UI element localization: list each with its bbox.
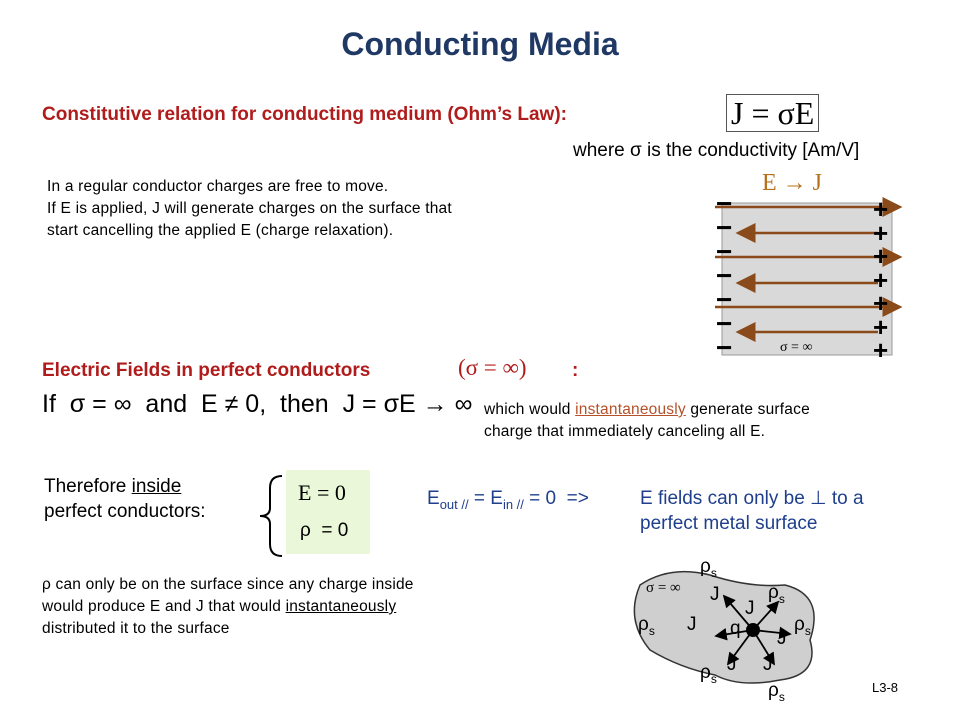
plus-sign: +: [873, 241, 889, 271]
regular-line-1: In a regular conductor charges are free …: [47, 178, 389, 195]
rho-s-label: ρs: [768, 680, 785, 704]
rho-s-label: ρs: [638, 614, 655, 638]
e-to-j-label: E → J: [762, 170, 822, 196]
eout-result-line-2: perfect metal surface: [640, 513, 818, 534]
fig2-sigma-label: σ = ∞: [646, 580, 681, 596]
rho-note-line-1: ρ can only be on the surface since any c…: [42, 576, 414, 593]
ohms-law-equation: J = σE: [726, 94, 820, 132]
therefore-inside: inside: [131, 476, 182, 497]
minus-sign: −: [716, 332, 733, 363]
note-post: generate surface: [685, 401, 810, 418]
j-label: J: [777, 628, 787, 649]
eout-rest: = 0 =>: [523, 488, 589, 509]
perfect-conductor-math: (σ = ∞): [458, 355, 527, 380]
j-label: J: [710, 584, 720, 605]
j-arrow: [722, 594, 754, 631]
perfect-conductor-heading: Electric Fields in perfect conductors: [42, 360, 371, 381]
plus-sign: +: [873, 288, 889, 318]
j-label: J: [745, 598, 755, 619]
j-label: J: [687, 614, 697, 635]
regular-line-3: start cancelling the applied E (charge r…: [47, 222, 394, 239]
rho-note-line-2-pre: would produce E and J that would: [42, 598, 286, 615]
minus-sign: −: [716, 308, 733, 339]
rho-surface-note: ρ can only be on the surface since any c…: [42, 574, 562, 640]
q-label: q: [730, 618, 741, 639]
instantaneous-note: which would instantaneously generate sur…: [484, 399, 944, 443]
j-label: J: [763, 654, 773, 675]
therefore-pre: Therefore: [44, 476, 132, 497]
eout-sub-out: out //: [439, 496, 469, 512]
conductivity-note: where σ is the conductivity [Am/V]: [573, 140, 860, 161]
constitutive-heading: Constitutive relation for conducting med…: [42, 104, 567, 125]
minus-sign: −: [716, 188, 733, 219]
eout-e: E: [427, 488, 440, 509]
minus-sign: −: [716, 284, 733, 315]
j-label: J: [727, 654, 737, 675]
regular-line-2: If E is applied, J will generate charges…: [47, 200, 452, 217]
rho-zero: ρ = 0: [300, 520, 349, 541]
regular-conductor-text: In a regular conductor charges are free …: [47, 176, 607, 242]
rho-s-label: ρs: [700, 556, 717, 580]
minus-sign: −: [716, 236, 733, 267]
conditions-box: [286, 470, 370, 554]
plus-sign: +: [873, 335, 889, 365]
e-zero: E = 0: [298, 480, 346, 505]
eout-result: E fields can only be ⊥ to a perfect meta…: [640, 486, 864, 536]
charge-q-dot: [746, 623, 760, 637]
charge-figure: [633, 570, 815, 684]
slide-number: L3-8: [872, 680, 899, 695]
therefore-line-2: perfect conductors:: [44, 501, 206, 522]
rho-s-label: ρs: [700, 662, 717, 686]
eout-result-line-1: E fields can only be ⊥ to a: [640, 488, 864, 509]
note-line-2: charge that immediately canceling all E.: [484, 423, 766, 440]
rho-note-instantaneously: instantaneously: [285, 598, 397, 615]
if-condition-equation: If σ = ∞ and E ≠ 0, then J = σE → ∞: [42, 390, 473, 418]
eout-equation: Eout // = Ein // = 0 =>: [427, 486, 589, 517]
plus-charges: + + + + + + +: [873, 194, 889, 365]
rho-s-label: ρs: [794, 614, 811, 638]
conductor-field-figure: [715, 197, 903, 356]
therefore-text: Therefore inside perfect conductors:: [44, 474, 206, 524]
j-arrow: [726, 629, 754, 666]
plus-sign: +: [873, 194, 889, 224]
note-instantaneously: instantaneously: [575, 401, 686, 418]
left-brace: [259, 475, 283, 557]
note-pre: which would: [484, 401, 576, 418]
page-title: Conducting Media: [341, 26, 619, 62]
plus-sign: +: [873, 264, 889, 295]
rho-s-label: ρs: [768, 582, 785, 606]
eout-eq: = E: [468, 488, 503, 509]
heading-colon: :: [572, 360, 579, 381]
sigma-infinity-label: σ = ∞: [780, 340, 813, 355]
minus-sign: −: [716, 212, 733, 243]
plus-sign: +: [873, 217, 889, 248]
minus-sign: −: [716, 260, 733, 291]
minus-charges: − − − − − − −: [716, 188, 733, 363]
eout-sub-in: in //: [502, 496, 524, 512]
rho-note-line-3: distributed it to the surface: [42, 620, 230, 637]
plus-sign: +: [873, 311, 889, 342]
